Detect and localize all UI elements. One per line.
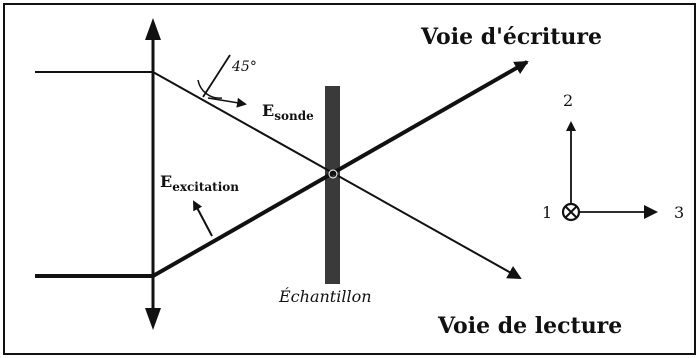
probe-field-label: Esonde — [262, 101, 314, 123]
excitation-beam — [152, 60, 529, 278]
crossing-point — [328, 169, 338, 179]
sample-label: Échantillon — [278, 286, 372, 306]
axis-2-label: 2 — [563, 91, 573, 110]
excitation-field-label: Eexcitation — [160, 172, 239, 194]
axis-1-label: 1 — [542, 203, 552, 222]
excitation-field-arrow — [193, 200, 213, 237]
axis-3-label: 3 — [674, 203, 684, 222]
sample-plate — [325, 86, 340, 284]
figure-frame — [3, 3, 696, 355]
probe-field-arrow — [207, 97, 247, 108]
write-path-label: Voie d'écriture — [420, 24, 602, 50]
lens-arrow-up-icon — [145, 18, 161, 40]
angle-arc — [197, 79, 223, 99]
axis-1-cross-b — [564, 205, 578, 219]
probe-polarization-line — [202, 54, 231, 98]
angle-label: 45° — [231, 59, 257, 75]
read-path-label: Voie de lecture — [437, 313, 622, 339]
lens-arrow-down-icon — [145, 308, 161, 330]
